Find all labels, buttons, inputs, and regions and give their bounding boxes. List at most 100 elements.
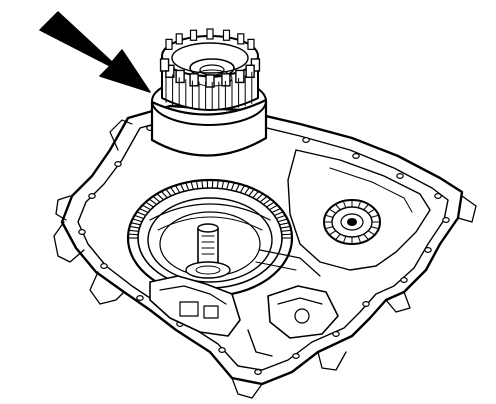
drum-tab <box>247 38 255 50</box>
spline-tooth <box>170 186 176 195</box>
spline-tooth <box>230 182 235 191</box>
bolt-hole <box>218 347 226 354</box>
bearing-roller <box>363 204 369 211</box>
drum-slot <box>205 74 215 88</box>
housing-spline-teeth <box>128 180 292 239</box>
bearing-roller <box>326 215 334 218</box>
input-shaft <box>185 223 231 279</box>
spline-tooth <box>130 222 141 226</box>
bolt-hole <box>136 295 144 302</box>
spline-tooth <box>256 193 264 201</box>
bearing-roller <box>335 233 341 240</box>
bearing-roller <box>370 215 378 218</box>
spline-tooth <box>185 182 190 191</box>
spline-tooth <box>226 181 230 190</box>
bolt-hole <box>396 173 404 180</box>
spline-tooth <box>279 222 290 226</box>
spline-tooth <box>148 198 157 205</box>
spline-tooth <box>136 211 146 216</box>
lower-linkage-details <box>149 249 339 357</box>
spline-tooth <box>129 225 140 229</box>
drum-tab <box>165 38 173 50</box>
bolt-hole <box>442 217 450 224</box>
spline-tooth <box>277 218 288 223</box>
bolt-hole <box>254 369 262 376</box>
clutch-drum-assembly <box>150 35 268 157</box>
spline-tooth <box>201 180 204 189</box>
drum-slot <box>221 73 231 87</box>
bolt-hole <box>302 137 310 144</box>
spline-tooth <box>165 188 172 197</box>
bearing-roller <box>367 230 375 235</box>
drum-slot <box>189 73 199 87</box>
spline-tooth <box>274 211 284 216</box>
spline-tooth <box>263 198 272 205</box>
bearing-roller <box>357 201 361 208</box>
bearing-roller <box>367 209 375 214</box>
spline-tooth <box>156 193 164 201</box>
bearing-roller <box>329 209 337 214</box>
spline-tooth <box>252 190 260 199</box>
bolt-hole <box>332 331 340 338</box>
spline-tooth <box>139 207 149 214</box>
spline-tooth <box>142 204 151 211</box>
spline-tooth <box>239 185 245 193</box>
bearing-roller <box>370 226 378 229</box>
spline-tooth <box>221 180 225 189</box>
spline-tooth <box>190 181 194 190</box>
bolt-hole <box>88 193 96 200</box>
spline-tooth <box>175 185 181 193</box>
spline-tooth <box>281 233 292 236</box>
spline-tooth <box>271 207 281 214</box>
drum-tab <box>237 33 245 45</box>
spline-tooth <box>195 180 199 189</box>
drum-slot <box>175 69 185 84</box>
spline-tooth <box>180 183 185 192</box>
spline-tooth <box>128 233 139 236</box>
bolt-hole <box>352 153 360 160</box>
spline-tooth <box>152 195 161 203</box>
bearing-roller <box>357 236 361 243</box>
bearing-roller <box>326 226 334 229</box>
bolt-hole <box>424 247 432 254</box>
bolt-hole <box>362 301 370 308</box>
bolt-hole <box>78 229 86 236</box>
spline-tooth <box>134 214 144 220</box>
spline-tooth <box>244 186 250 195</box>
bearing-roller <box>329 230 337 235</box>
bearing-roller <box>363 233 369 240</box>
spline-tooth <box>276 214 286 220</box>
callout-arrow-icon <box>39 11 151 93</box>
bearing-roller <box>335 204 341 211</box>
spline-tooth <box>259 195 268 203</box>
spline-tooth <box>235 183 240 192</box>
flange-bolt-holes <box>78 114 450 376</box>
drum-tab <box>222 29 231 41</box>
drum-slot <box>159 58 170 72</box>
spline-tooth <box>248 188 255 197</box>
bolt-hole <box>434 193 442 200</box>
drum-tab <box>206 28 214 40</box>
bolt-hole <box>292 353 300 360</box>
bolt-hole <box>100 263 108 270</box>
spline-tooth <box>281 229 292 232</box>
drum-tab <box>189 29 198 41</box>
spline-tooth <box>216 180 219 189</box>
bolt-hole <box>114 161 122 168</box>
spline-tooth <box>280 225 291 229</box>
drum-slot <box>245 64 255 78</box>
bearing-roller <box>343 236 347 243</box>
spline-tooth <box>128 229 139 232</box>
bolt-hole <box>400 277 408 284</box>
spline-tooth <box>269 204 278 211</box>
spline-tooth <box>160 190 168 199</box>
drum-tab <box>175 33 183 45</box>
spline-tooth <box>266 201 275 208</box>
bearing-rollers <box>325 201 379 243</box>
bearing-roller <box>343 201 347 208</box>
spline-tooth <box>145 201 154 208</box>
drum-slot <box>235 69 245 84</box>
spline-tooth <box>132 218 143 223</box>
